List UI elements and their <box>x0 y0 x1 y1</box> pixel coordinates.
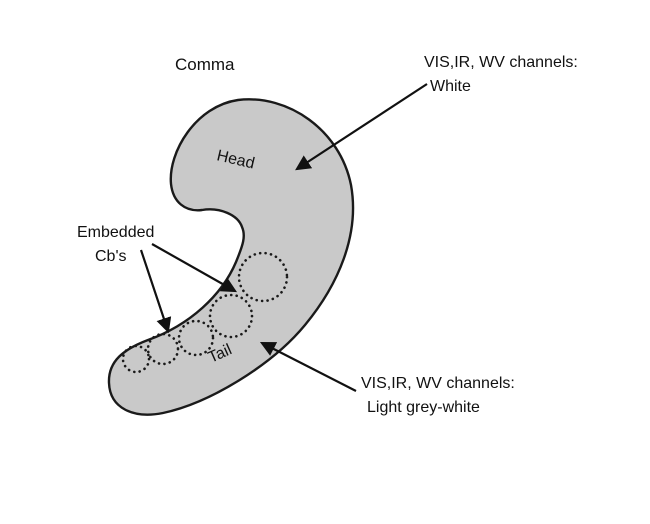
embedded-cb-group <box>121 251 289 374</box>
diagram-title: Comma <box>175 55 235 74</box>
head-channels-annotation-line1: VIS,IR, WV channels: <box>424 54 578 71</box>
head-channels-annotation-line2: White <box>430 78 471 95</box>
arrow-to-head <box>295 83 428 171</box>
embedded-cb-circle <box>237 251 289 303</box>
embedded-cb-circle <box>177 319 215 357</box>
embedded-cbs-annotation: Embedded Cb's <box>77 224 154 265</box>
comma-cloud-shape <box>107 98 355 416</box>
arrow-to-cbs-lower <box>139 249 172 334</box>
embedded-cb-circle <box>208 293 254 339</box>
embedded-cb-circle <box>121 344 151 374</box>
tail-channels-annotation: VIS,IR, WV channels: Light grey-white <box>361 375 515 416</box>
embedded-cbs-annotation-line1: Embedded <box>77 224 154 241</box>
embedded-cb-circle <box>146 332 180 366</box>
tail-channels-annotation-line1: VIS,IR, WV channels: <box>361 375 515 392</box>
arrow-to-tail <box>259 341 357 392</box>
tail-channels-annotation-line2: Light grey-white <box>367 399 480 416</box>
arrow-to-cbs-upper <box>151 243 238 293</box>
embedded-cbs-annotation-line2: Cb's <box>95 248 127 265</box>
head-channels-annotation: VIS,IR, WV channels: White <box>424 54 578 95</box>
